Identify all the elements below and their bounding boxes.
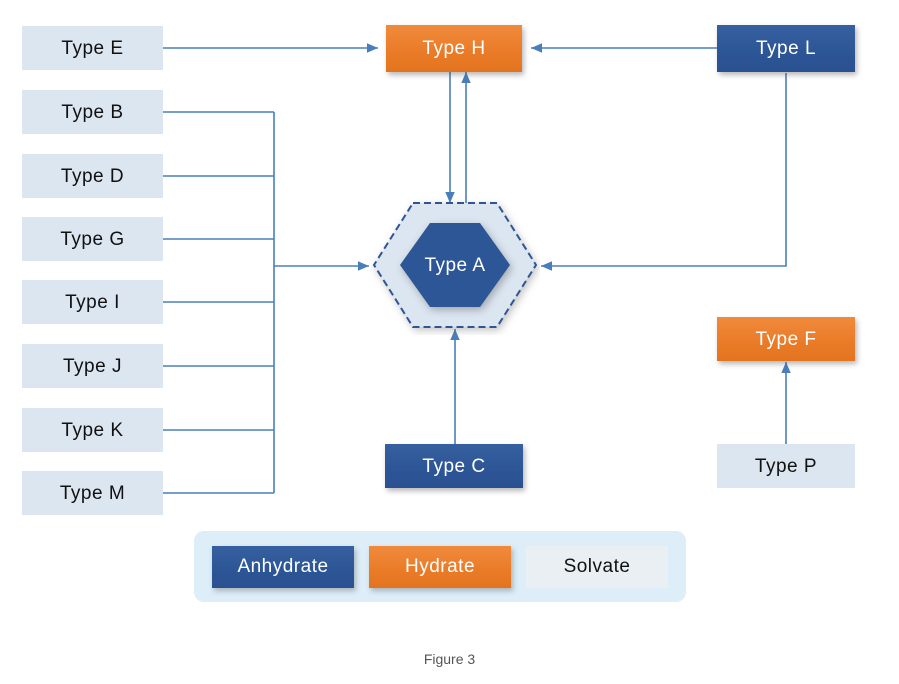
node-type-p[interactable]: Type P	[717, 444, 855, 488]
node-type-b[interactable]: Type B	[22, 90, 163, 134]
node-type-a[interactable]: Type A	[370, 195, 540, 335]
node-type-g[interactable]: Type G	[22, 217, 163, 261]
node-label: Type H	[422, 38, 486, 59]
node-type-k[interactable]: Type K	[22, 408, 163, 452]
node-type-l[interactable]: Type L	[717, 25, 855, 72]
legend-item-solvate[interactable]: Solvate	[526, 545, 668, 588]
node-type-d[interactable]: Type D	[22, 154, 163, 198]
figure-caption: Figure 3	[423, 651, 476, 667]
node-label: Type I	[65, 291, 120, 313]
node-label: Type J	[63, 355, 122, 377]
node-type-i[interactable]: Type I	[22, 280, 163, 324]
edge-type-l-to-type-a	[541, 73, 787, 271]
node-type-f[interactable]: Type F	[717, 317, 855, 361]
node-label: Type E	[61, 37, 124, 59]
legend-item-anhydrate[interactable]: Anhydrate	[212, 545, 354, 588]
node-label: Type D	[60, 165, 125, 187]
node-type-e[interactable]: Type E	[22, 26, 163, 70]
legend-label: Solvate	[563, 555, 631, 577]
node-type-m[interactable]: Type M	[22, 471, 163, 515]
node-label: Type K	[61, 419, 124, 441]
legend-label: Anhydrate	[237, 555, 329, 577]
node-label: Type P	[754, 455, 818, 477]
legend-label: Hydrate	[404, 555, 476, 577]
node-type-h[interactable]: Type H	[386, 25, 522, 72]
node-label: Type C	[422, 455, 486, 477]
legend-item-hydrate[interactable]: Hydrate	[369, 545, 511, 588]
node-label: Type L	[755, 38, 817, 59]
node-label: Type F	[755, 328, 817, 350]
node-type-c[interactable]: Type C	[385, 444, 523, 488]
hexagon-inner-fill	[400, 223, 510, 307]
node-label: Type G	[60, 228, 125, 250]
node-label: Type B	[61, 101, 124, 123]
node-label: Type M	[59, 482, 126, 504]
legend: Anhydrate Hydrate Solvate	[194, 531, 686, 602]
node-type-j[interactable]: Type J	[22, 344, 163, 388]
